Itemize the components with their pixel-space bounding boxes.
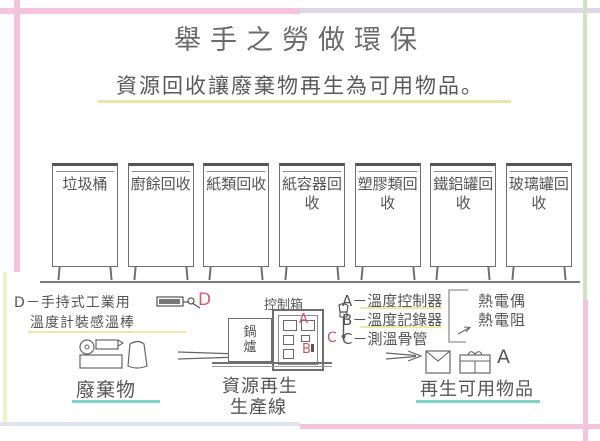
- output-arrow-right: [385, 350, 423, 362]
- legend-b: B－溫度記錄器: [342, 311, 443, 329]
- recycled-products-caption: 再生可用物品: [420, 379, 534, 400]
- frame-line-top-left: [0, 8, 300, 14]
- bin-label: 塑膠類回收: [357, 175, 418, 212]
- recycling-bin-row: 垃圾桶 廚餘回收 紙類回收 紙容器回收 塑膠類回收: [52, 160, 572, 280]
- bin-paper-container: 紙容器回收: [278, 163, 345, 280]
- bin-legs: [430, 267, 496, 280]
- legend-bracket-with-arrow: [448, 289, 472, 343]
- thermocouple-note: 熱電偶: [478, 292, 527, 310]
- bin-legs: [128, 267, 194, 280]
- bin-label: 玻璃罐回收: [508, 175, 569, 212]
- bin-label: 鐵鋁罐回收: [433, 175, 494, 212]
- bin-body: 垃圾桶: [52, 163, 118, 267]
- bin-legs: [279, 267, 345, 280]
- frame-line-top-right: [300, 8, 600, 13]
- control-panel-indicator: [311, 344, 314, 352]
- legend-a: A－溫度控制器: [342, 292, 443, 310]
- subtitle-highlight-underline: [98, 100, 511, 103]
- legend-c: C－測溫骨管: [342, 330, 428, 348]
- production-line-base: [212, 362, 332, 364]
- rtd-note: 熱電阻: [478, 311, 527, 329]
- bin-metal-can: 鐵鋁罐回收: [430, 163, 497, 280]
- bin-legs: [52, 267, 118, 280]
- recycled-products-caption-underline: [416, 400, 540, 403]
- bin-body: 紙容器回收: [278, 163, 345, 267]
- frame-line-bottom: [0, 422, 300, 426]
- boiler-label-line1: 鍋: [243, 325, 257, 340]
- note-highlight-underline: [28, 331, 186, 333]
- temperature-sensor-icon: [338, 303, 349, 339]
- waste-caption: 廢棄物: [76, 379, 137, 401]
- marker-c-label: C: [327, 330, 340, 346]
- handheld-thermometer-note-line2: 溫度計裝感溫棒: [30, 315, 135, 331]
- bin-plastic: 塑膠類回收: [354, 163, 421, 280]
- waste-items-icon: [79, 339, 148, 369]
- page-subtitle: 資源回收讓廢棄物再生為可用物品。: [116, 74, 484, 98]
- bin-glass: 玻璃罐回收: [505, 163, 572, 280]
- bin-legs: [355, 267, 421, 280]
- frame-line-left-pink: [14, 0, 20, 272]
- bin-legs: [506, 267, 572, 280]
- frame-line-right-pink: [583, 300, 588, 441]
- bin-body: 紙類回收: [203, 163, 270, 267]
- control-panel-button-5: [283, 349, 294, 359]
- bin-legs: [203, 267, 269, 280]
- frame-line-bottom-pink: [300, 424, 600, 429]
- control-box-unit: [272, 309, 324, 371]
- bin-label: 紙容器回收: [281, 175, 342, 212]
- recycled-products-icon: [425, 350, 491, 374]
- bin-label: 廚餘回收: [130, 175, 191, 193]
- bin-food-waste: 廚餘回收: [127, 163, 194, 280]
- ground-line: [40, 281, 580, 283]
- page-title: 舉手之勞做環保: [174, 25, 426, 56]
- frame-line-right-green: [583, 0, 587, 300]
- bin-label: 紙類回收: [206, 175, 267, 193]
- bin-label: 垃圾桶: [62, 175, 108, 193]
- production-line-caption-line2: 生產線: [230, 397, 287, 418]
- marker-d-label: D: [198, 290, 212, 310]
- bin-paper: 紙類回收: [203, 163, 270, 280]
- marker-a-label: A: [299, 312, 311, 327]
- boiler-unit: 鍋 爐: [228, 318, 272, 362]
- legend-b-underline: [360, 326, 442, 328]
- control-panel-button-2: [301, 320, 315, 331]
- control-box-panel: [278, 315, 318, 365]
- marker-b-label: B: [302, 342, 314, 357]
- production-line-base-shadow: [212, 366, 332, 367]
- frame-line-left-yellow: [3, 272, 7, 422]
- boiler-label-line2: 爐: [243, 340, 257, 355]
- bin-body: 塑膠類回收: [354, 163, 421, 267]
- marker-a-output-label: A: [497, 346, 513, 368]
- bin-general-waste: 垃圾桶: [52, 163, 118, 280]
- production-line-caption-line1: 資源再生: [222, 376, 298, 397]
- control-panel-button-4: [301, 335, 310, 342]
- legend-a-underline: [360, 307, 442, 309]
- waste-caption-underline: [72, 400, 160, 403]
- bin-body: 鐵鋁罐回收: [430, 163, 497, 267]
- handheld-thermometer-note-line1: D－手持式工業用: [14, 295, 131, 311]
- handheld-thermometer-icon: [156, 296, 201, 309]
- bin-body: 廚餘回收: [127, 163, 194, 267]
- bin-body: 玻璃罐回收: [505, 163, 572, 267]
- control-panel-button-3: [283, 335, 294, 345]
- control-panel-button-1: [283, 320, 297, 331]
